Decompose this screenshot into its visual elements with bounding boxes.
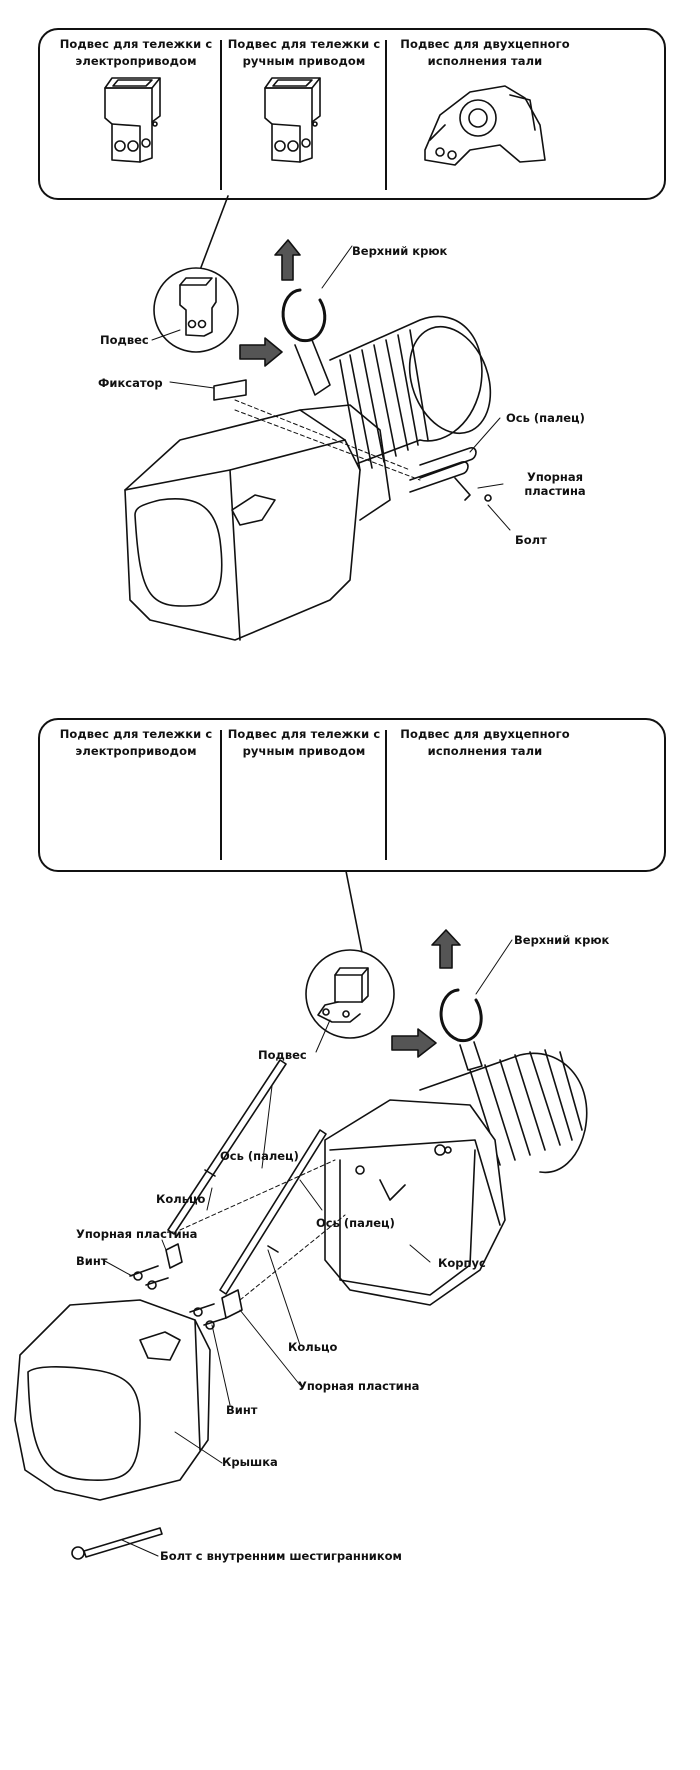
double-chain-bracket-icon xyxy=(424,85,546,166)
suspension-manual-icon xyxy=(264,77,321,163)
panel-divider xyxy=(385,730,387,860)
label-screw-2: Винт xyxy=(226,1403,258,1417)
label-screw-1: Винт xyxy=(76,1254,108,1268)
axle-rods-bottom xyxy=(129,1059,346,1330)
label-ring-1: Кольцо xyxy=(156,1192,206,1206)
label-bolt: Болт xyxy=(515,533,547,547)
suspension-options-panel-top xyxy=(38,28,666,200)
label-ring-2: Кольцо xyxy=(288,1340,338,1354)
suspension-electric-icon xyxy=(104,77,161,163)
label-upper-hook: Верхний крюк xyxy=(352,244,448,258)
label-axle: Ось (палец) xyxy=(506,411,585,425)
panel-title-manual-trolley: Подвес для тележки с ручным приводом xyxy=(227,37,381,68)
label-latch: Фиксатор xyxy=(98,376,163,390)
label-axle-1: Ось (палец) xyxy=(220,1149,299,1163)
label-cover: Крышка xyxy=(222,1455,278,1469)
hoist-body-top xyxy=(124,239,492,641)
panel-divider xyxy=(385,40,387,190)
label-suspension: Подвес xyxy=(100,333,149,347)
label-upper-hook: Верхний крюк xyxy=(514,933,610,947)
label-housing: Корпус xyxy=(438,1256,486,1270)
suspension-detail-bottom xyxy=(317,967,369,1023)
panel-divider xyxy=(220,730,222,860)
label-stop-plate-1: Упорная пластина xyxy=(76,1227,198,1241)
panel-title-double-chain: Подвес для двухцепного исполнения тали xyxy=(400,37,570,68)
panel-title-electric-trolley: Подвес для тележки с электроприводом xyxy=(59,37,213,68)
panel-divider xyxy=(220,40,222,190)
housing-body xyxy=(324,1099,506,1306)
label-axle-2: Ось (палец) xyxy=(316,1216,395,1230)
suspension-options-panel-bottom xyxy=(38,718,666,872)
label-stop-plate: Упорная пластина xyxy=(524,470,586,498)
cover-part xyxy=(14,1299,211,1501)
panel-title-double-chain: Подвес для двухцепного исполнения тали xyxy=(400,727,570,758)
panel-title-electric-trolley: Подвес для тележки с электроприводом xyxy=(59,727,213,758)
label-hex-bolt: Болт с внутренним шестигранником xyxy=(160,1549,402,1563)
hex-bolt-part xyxy=(71,1527,163,1560)
label-stop-plate-2: Упорная пластина xyxy=(298,1379,420,1393)
label-suspension: Подвес xyxy=(258,1048,307,1062)
suspension-detail-top xyxy=(179,277,217,337)
panel-title-manual-trolley: Подвес для тележки с ручным приводом xyxy=(227,727,381,758)
